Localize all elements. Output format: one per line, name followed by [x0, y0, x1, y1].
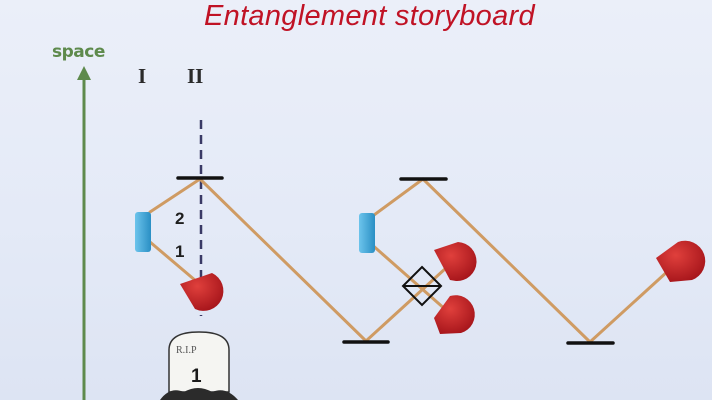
- segment-label-2: 2: [175, 209, 185, 228]
- space-axis: [77, 66, 91, 400]
- space-axis-label: space: [52, 42, 105, 62]
- detector-2b: [434, 295, 475, 334]
- beam-segment: [368, 177, 425, 220]
- detector-1: [180, 273, 224, 311]
- beam-paths: [148, 177, 670, 344]
- beam-segment: [588, 269, 670, 344]
- path-label-II: II: [187, 64, 204, 88]
- blue-source-2: [359, 213, 375, 253]
- grass-icon: [160, 388, 238, 400]
- beam-splitter: [401, 265, 443, 307]
- tombstone-number: 1: [191, 366, 202, 387]
- slide-title: Entanglement storyboard: [204, 0, 535, 32]
- tombstone-inscription: R.I.P: [176, 345, 197, 356]
- axis-arrow-icon: [77, 66, 91, 80]
- path-label-I: I: [138, 64, 147, 88]
- segment-label-1: 1: [175, 242, 185, 261]
- beam-segment: [368, 241, 448, 312]
- beam-segment: [148, 240, 198, 283]
- tombstone-icon: [160, 331, 238, 400]
- beam-segment: [148, 177, 202, 214]
- detector-2a: [434, 242, 477, 282]
- beam-segment: [198, 177, 368, 343]
- beam-segment: [364, 266, 448, 343]
- blue-source-1: [135, 212, 151, 252]
- detector-3: [656, 240, 706, 282]
- beam-segment: [421, 177, 592, 344]
